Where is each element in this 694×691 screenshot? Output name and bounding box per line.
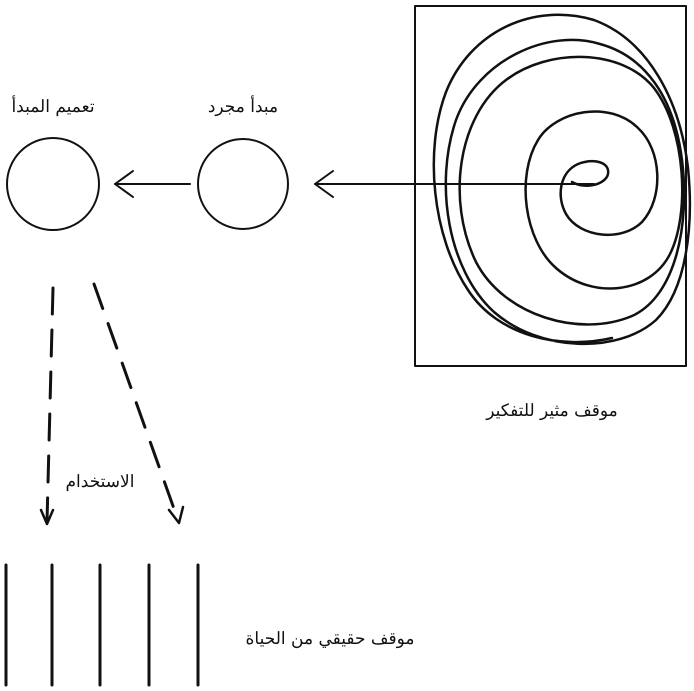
arrow-situation-to-abstract <box>314 170 595 198</box>
dashed-arrow-straight <box>39 286 55 526</box>
scribble-stroke <box>432 13 692 345</box>
scribble-spiral <box>432 13 692 345</box>
text-labels: تعميم المبدأ مبدأ مجرد موقف مثير للتفكير… <box>11 95 617 649</box>
dashed-arrow-shaft <box>45 286 55 524</box>
dashed-arrow-head <box>39 508 55 526</box>
dashed-arrow-diagonal <box>92 282 185 525</box>
dashed-arrow-head <box>167 505 185 525</box>
thought-provoking-box <box>414 5 687 367</box>
abstract-principle-circle <box>197 138 289 230</box>
label-generalize-principle: تعميم المبدأ <box>11 95 94 117</box>
arrow-head <box>314 170 334 198</box>
label-thought-provoking-situation: موقف مثير للتفكير <box>485 401 618 421</box>
label-application: الاستخدام <box>66 472 135 492</box>
label-real-life-situation: موقف حقيقي من الحياة <box>246 629 415 649</box>
generalize-principle-circle <box>6 137 100 231</box>
real-life-situation-lines <box>4 563 200 687</box>
label-abstract-principle: مبدأ مجرد <box>208 95 278 117</box>
arrow-head <box>114 170 134 198</box>
dashed-arrow-shaft <box>92 282 180 522</box>
arrow-abstract-to-generalize <box>114 170 191 198</box>
